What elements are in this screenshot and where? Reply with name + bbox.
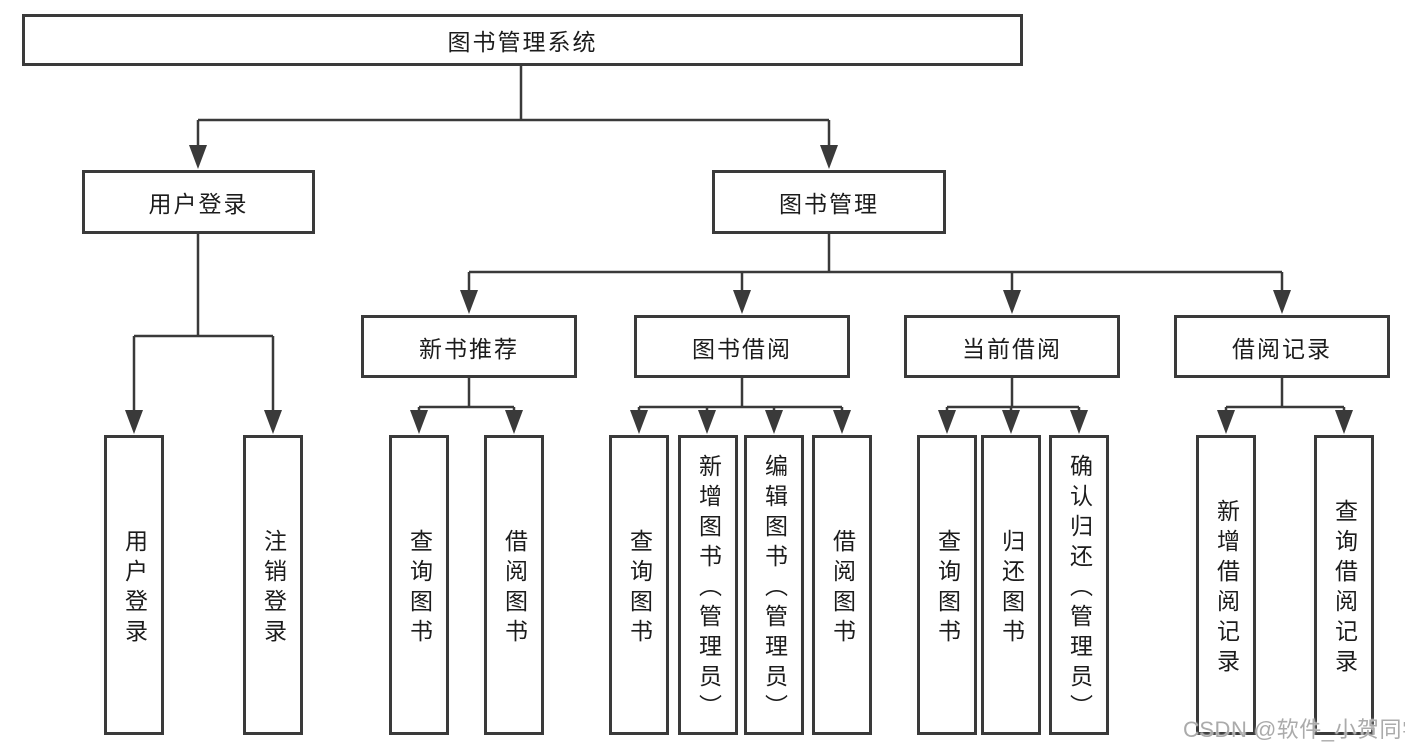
leaf-query-books-borrow-label: 查询图书 (626, 528, 653, 649)
node-book-management-label: 图书管理 (779, 191, 879, 217)
leaf-add-books-admin-label: 新增图书（管理员） (695, 453, 722, 724)
leaf-add-borrow-record-label: 新增借阅记录 (1213, 498, 1240, 679)
csdn-watermark: CSDN @软件_小贺同学 (1183, 717, 1405, 742)
leaf-borrow-books-recommend-label: 借阅图书 (501, 528, 528, 649)
leaf-logout: 注销登录 (243, 435, 303, 735)
leaf-confirm-return-admin-label: 确认归还（管理员） (1066, 453, 1093, 724)
leaf-edit-books-admin: 编辑图书（管理员） (744, 435, 804, 735)
leaf-query-books-recommend: 查询图书 (389, 435, 449, 735)
node-book-borrow: 图书借阅 (634, 315, 850, 378)
node-new-book-recommend-label: 新书推荐 (419, 335, 519, 362)
node-borrow-records: 借阅记录 (1174, 315, 1390, 378)
leaf-user-login: 用户登录 (104, 435, 164, 735)
leaf-add-borrow-record: 新增借阅记录 (1196, 435, 1256, 735)
leaf-query-books-borrow: 查询图书 (609, 435, 669, 735)
leaf-query-borrow-record: 查询借阅记录 (1314, 435, 1374, 735)
node-current-borrow: 当前借阅 (904, 315, 1120, 378)
leaf-edit-books-admin-label: 编辑图书（管理员） (761, 453, 788, 724)
leaf-user-login-label: 用户登录 (121, 528, 148, 649)
node-current-borrow-label: 当前借阅 (962, 335, 1062, 362)
node-book-management: 图书管理 (712, 170, 946, 234)
leaf-query-books-current-label: 查询图书 (934, 528, 961, 649)
leaf-query-books-current: 查询图书 (917, 435, 977, 735)
node-book-borrow-label: 图书借阅 (692, 335, 792, 362)
leaf-borrow-books: 借阅图书 (812, 435, 872, 735)
leaf-borrow-books-label: 借阅图书 (829, 528, 856, 649)
leaf-return-books: 归还图书 (981, 435, 1041, 735)
leaf-logout-label: 注销登录 (260, 528, 287, 649)
leaf-add-books-admin: 新增图书（管理员） (678, 435, 738, 735)
node-borrow-records-label: 借阅记录 (1232, 335, 1332, 362)
leaf-return-books-label: 归还图书 (998, 528, 1025, 649)
leaf-borrow-books-recommend: 借阅图书 (484, 435, 544, 735)
node-new-book-recommend: 新书推荐 (361, 315, 577, 378)
node-user-login-label: 用户登录 (148, 191, 249, 217)
node-user-login: 用户登录 (82, 170, 315, 234)
leaf-query-borrow-record-label: 查询借阅记录 (1331, 498, 1358, 679)
leaf-confirm-return-admin: 确认归还（管理员） (1049, 435, 1109, 735)
node-root-system: 图书管理系统 (22, 14, 1023, 66)
leaf-query-books-recommend-label: 查询图书 (406, 528, 433, 649)
node-root-label: 图书管理系统 (447, 29, 598, 55)
